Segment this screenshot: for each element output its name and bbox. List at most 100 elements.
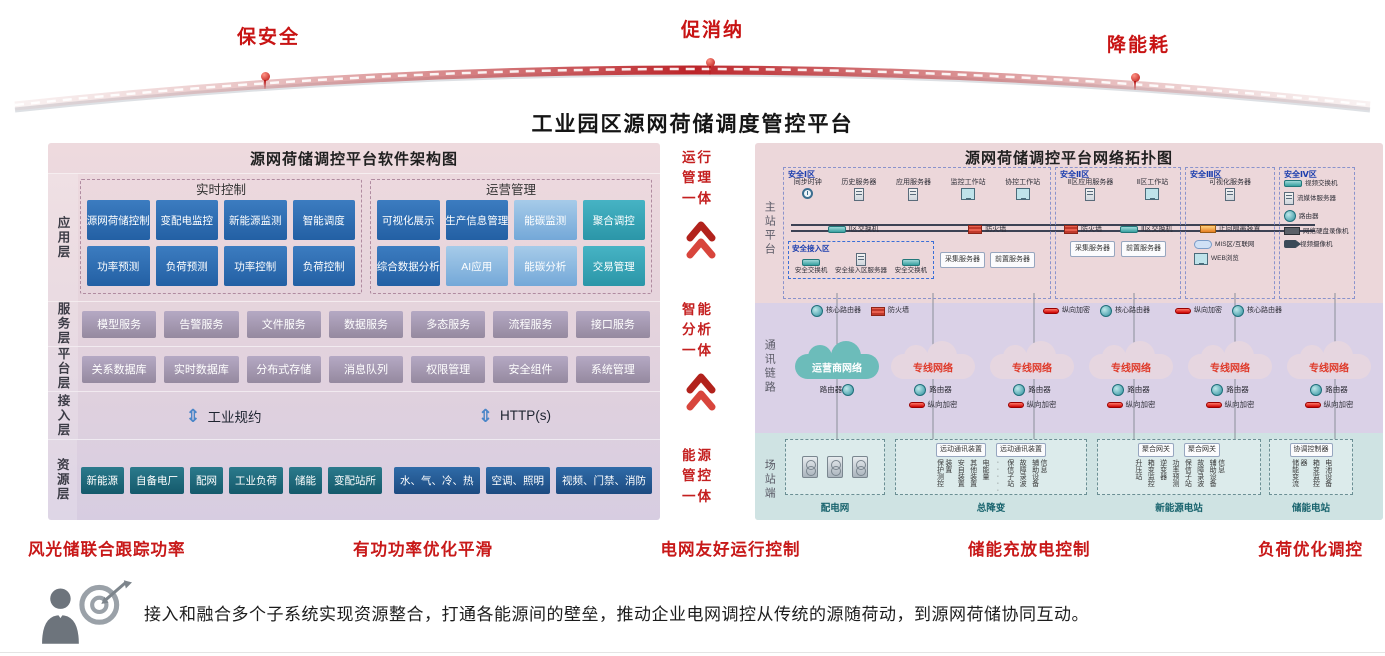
layer-tag-application: 应用层 bbox=[48, 174, 78, 301]
service-button: 流程服务 bbox=[493, 310, 568, 338]
resource-button: 水、气、冷、热 bbox=[394, 466, 480, 494]
platform-button: 安全组件 bbox=[493, 355, 568, 383]
station-item-label: 保信子站 bbox=[1006, 459, 1014, 488]
device-label: 核心路由器 bbox=[1115, 306, 1150, 314]
arch-label-safety: 保安全 bbox=[237, 27, 301, 48]
encrypt-icon bbox=[1304, 402, 1321, 409]
platform-button: 消息队列 bbox=[328, 355, 404, 383]
layer-tag-service: 服务层 bbox=[48, 302, 78, 346]
app-module-button: 综合数据分析 bbox=[377, 246, 440, 286]
station-name: 新能源电站 bbox=[1155, 503, 1203, 514]
encrypt-icon bbox=[1205, 402, 1222, 409]
device-node: 视频交换机 bbox=[1284, 180, 1350, 188]
encryption-node: 纵向加密 bbox=[1007, 400, 1057, 410]
device-label: 核心路由器 bbox=[1247, 306, 1282, 314]
pillar-line: 一体 bbox=[682, 342, 713, 358]
comm-column: 专线网络 路由器 纵向加密 bbox=[889, 341, 977, 410]
station-item-label: 故障录波 bbox=[1019, 459, 1027, 488]
app-module-button: 负荷控制 bbox=[292, 246, 355, 286]
layer-tag-platform: 平台层 bbox=[48, 347, 78, 391]
device-label: 协控工作站 bbox=[1005, 179, 1041, 186]
device-label: 安全接入区服务器 bbox=[834, 267, 887, 275]
server-box: 采集服务器 bbox=[1070, 241, 1115, 258]
resource-button: 新能源 bbox=[80, 466, 124, 494]
resource-button: 变配站所 bbox=[328, 466, 382, 494]
router-icon bbox=[1112, 384, 1125, 396]
transformer-icon bbox=[852, 456, 868, 478]
station-main-substation: 远动通讯装置 远动通讯装置 保护测控装置 安自装置 其他装置 电能量 ·····… bbox=[895, 439, 1087, 495]
feature-label: 风光储联合跟踪功率 bbox=[28, 541, 186, 559]
pillar-line: 一体 bbox=[682, 190, 713, 206]
gateway-row: 聚合网关 聚合网关 bbox=[1098, 443, 1260, 458]
zone2-network: 防火墙 Ⅱ区交换机 bbox=[1064, 225, 1173, 235]
resource-button: 配网 bbox=[190, 466, 223, 494]
device-icon bbox=[968, 225, 983, 235]
software-panel-title: 源网荷储调控平台软件架构图 bbox=[249, 151, 458, 168]
encryption-node: 纵向加密 bbox=[1205, 400, 1255, 410]
app-module-button: 智能调度 bbox=[292, 200, 355, 240]
comm-column: 专线网络 路由器 纵向加密 bbox=[1285, 341, 1373, 410]
device-icon bbox=[1194, 253, 1208, 266]
access-body: ⇕ 工业规约 ⇕ HTTP(s) bbox=[78, 392, 660, 439]
app-module-button: 能碳监测 bbox=[514, 200, 577, 240]
station-item-label: 保护测控装置 bbox=[936, 459, 952, 488]
summary-text: 接入和融合多个子系统实现资源整合，打通各能源间的壁垒，推动企业电网调控从传统的源… bbox=[144, 604, 1089, 624]
cloud-label: 专线网络 bbox=[1012, 363, 1052, 375]
device-label: 视频摄像机 bbox=[1300, 240, 1333, 248]
device-node: 防火墙 bbox=[1064, 225, 1102, 235]
station-name: 总降变 bbox=[976, 503, 1006, 514]
platform-button: 实时数据库 bbox=[164, 355, 239, 383]
device-label: 纵向加密 bbox=[1026, 400, 1057, 409]
device-icon bbox=[1284, 210, 1296, 223]
app-module-button: 聚合调控 bbox=[582, 200, 645, 240]
router-icon bbox=[914, 384, 927, 396]
zone2-servers: Ⅱ区应用服务器 Ⅱ区工作站 bbox=[1056, 179, 1180, 202]
zone1-servers: 同步时钟 历史服务器 应用服务器 监控工作站 bbox=[784, 179, 1050, 202]
router-node: 路由器 bbox=[1112, 384, 1150, 396]
router-node: 路由器 bbox=[820, 384, 855, 396]
gateway-box: 协调控制器 bbox=[1289, 443, 1333, 458]
device-icon bbox=[855, 253, 866, 267]
device-node: 网络硬盘录像机 bbox=[1284, 227, 1350, 236]
layer-access: 接入层 ⇕ 工业规约 ⇕ HTTP(s) bbox=[48, 391, 660, 439]
device-icon bbox=[1085, 188, 1096, 202]
comm-column: 专线网络 路由器 纵向加密 bbox=[1186, 341, 1274, 410]
router-icon bbox=[842, 384, 855, 396]
device-label: 路由器 bbox=[1325, 384, 1348, 394]
security-zone-1: 安全Ⅰ区 同步时钟 历史服务器 应用服务器 bbox=[783, 167, 1051, 299]
transformer-icon bbox=[802, 456, 818, 478]
device-label: 监控工作站 bbox=[950, 179, 986, 186]
station-items: 升压站 箱变监控 逆变器 功率预测 保信子站 故障录波 辅助设备信息 bbox=[1098, 459, 1260, 493]
arch-label-consumption: 促消纳 bbox=[681, 20, 745, 41]
encrypt-icon bbox=[1106, 402, 1123, 409]
app-module-button: 源网荷储控制 bbox=[87, 200, 150, 240]
side-label-station-side: 场站端 bbox=[763, 459, 776, 501]
device-icon bbox=[853, 188, 864, 202]
up-chevrons-icon bbox=[686, 218, 716, 265]
access-label: 工业规约 bbox=[207, 409, 262, 425]
station-item-label: 箱变监控 bbox=[1147, 459, 1155, 488]
group-operation-management: 运营管理 可视化展示 生产信息管理 能碳监测 聚合调控 综合数据分析 bbox=[370, 179, 652, 294]
zone1-front-servers: 采集服务器 前置服务器 bbox=[940, 251, 1035, 268]
realtime-buttons: 源网荷储控制 变配电监控 新能源监测 智能调度 功率预测 负荷预测 功率控制 bbox=[87, 200, 355, 286]
device-label: 应用服务器 bbox=[895, 179, 931, 186]
device-icon bbox=[1100, 305, 1112, 317]
comm-column: 专线网络 路由器 纵向加密 bbox=[988, 341, 1076, 410]
pillar-line: 运行 bbox=[682, 150, 713, 165]
device-icon bbox=[1145, 188, 1160, 201]
station-items: 保护测控装置 安自装置 其他装置 电能量 ····· 保信子站 故障录波 辅助设… bbox=[896, 459, 1086, 494]
resource-button: 视频、门禁、消防 bbox=[556, 466, 652, 494]
device-label: MIS区/互联网 bbox=[1215, 240, 1255, 248]
device-label: Ⅱ区交换机 bbox=[1141, 225, 1173, 233]
device-label: 正向隔离装置 bbox=[1218, 225, 1261, 233]
cloud-label: 专线网络 bbox=[1111, 363, 1151, 375]
station-distribution-grid bbox=[785, 439, 885, 495]
app-module-button: 新能源监测 bbox=[224, 200, 287, 240]
updown-arrow-icon: ⇕ bbox=[477, 405, 494, 426]
zone-label: 安全Ⅰ区 bbox=[788, 170, 815, 179]
station-item-label: 故障录波 bbox=[1196, 459, 1204, 488]
pillar-analysis: 智能 分析 一体 bbox=[682, 300, 713, 361]
device-icon bbox=[1043, 308, 1059, 314]
zone3-network: 正向隔离装置 bbox=[1194, 225, 1266, 234]
service-button: 告警服务 bbox=[164, 310, 239, 338]
